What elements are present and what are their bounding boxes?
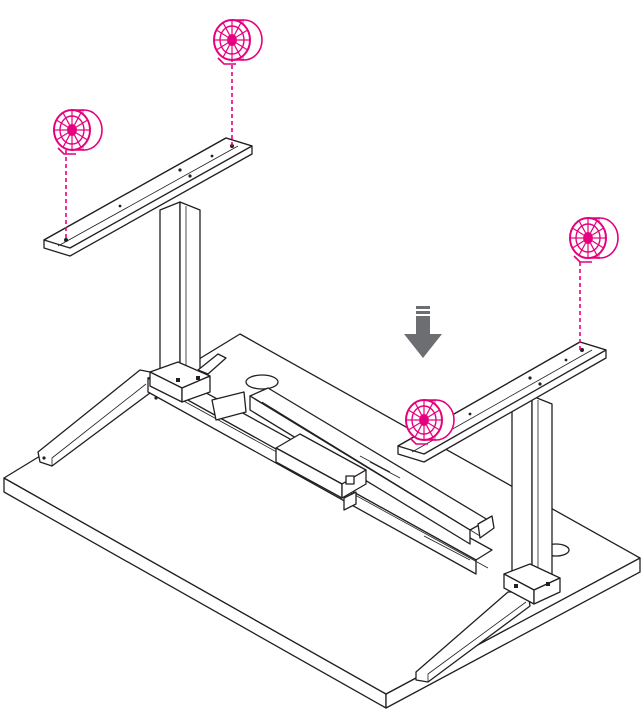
left-leg	[149, 201, 227, 403]
leveling-foot-icon	[405, 399, 455, 445]
grommet-hole-left	[245, 374, 279, 390]
leveling-foot-icon	[213, 19, 263, 65]
leveling-foot-icon	[569, 217, 619, 263]
leveling-foot-icon	[53, 109, 103, 155]
left-top-bracket	[43, 137, 253, 257]
down-arrow-icon	[404, 306, 442, 358]
right-leg	[503, 395, 561, 605]
frame-crossbar	[147, 371, 495, 575]
guide-lines	[65, 58, 581, 350]
right-foot	[415, 591, 531, 683]
